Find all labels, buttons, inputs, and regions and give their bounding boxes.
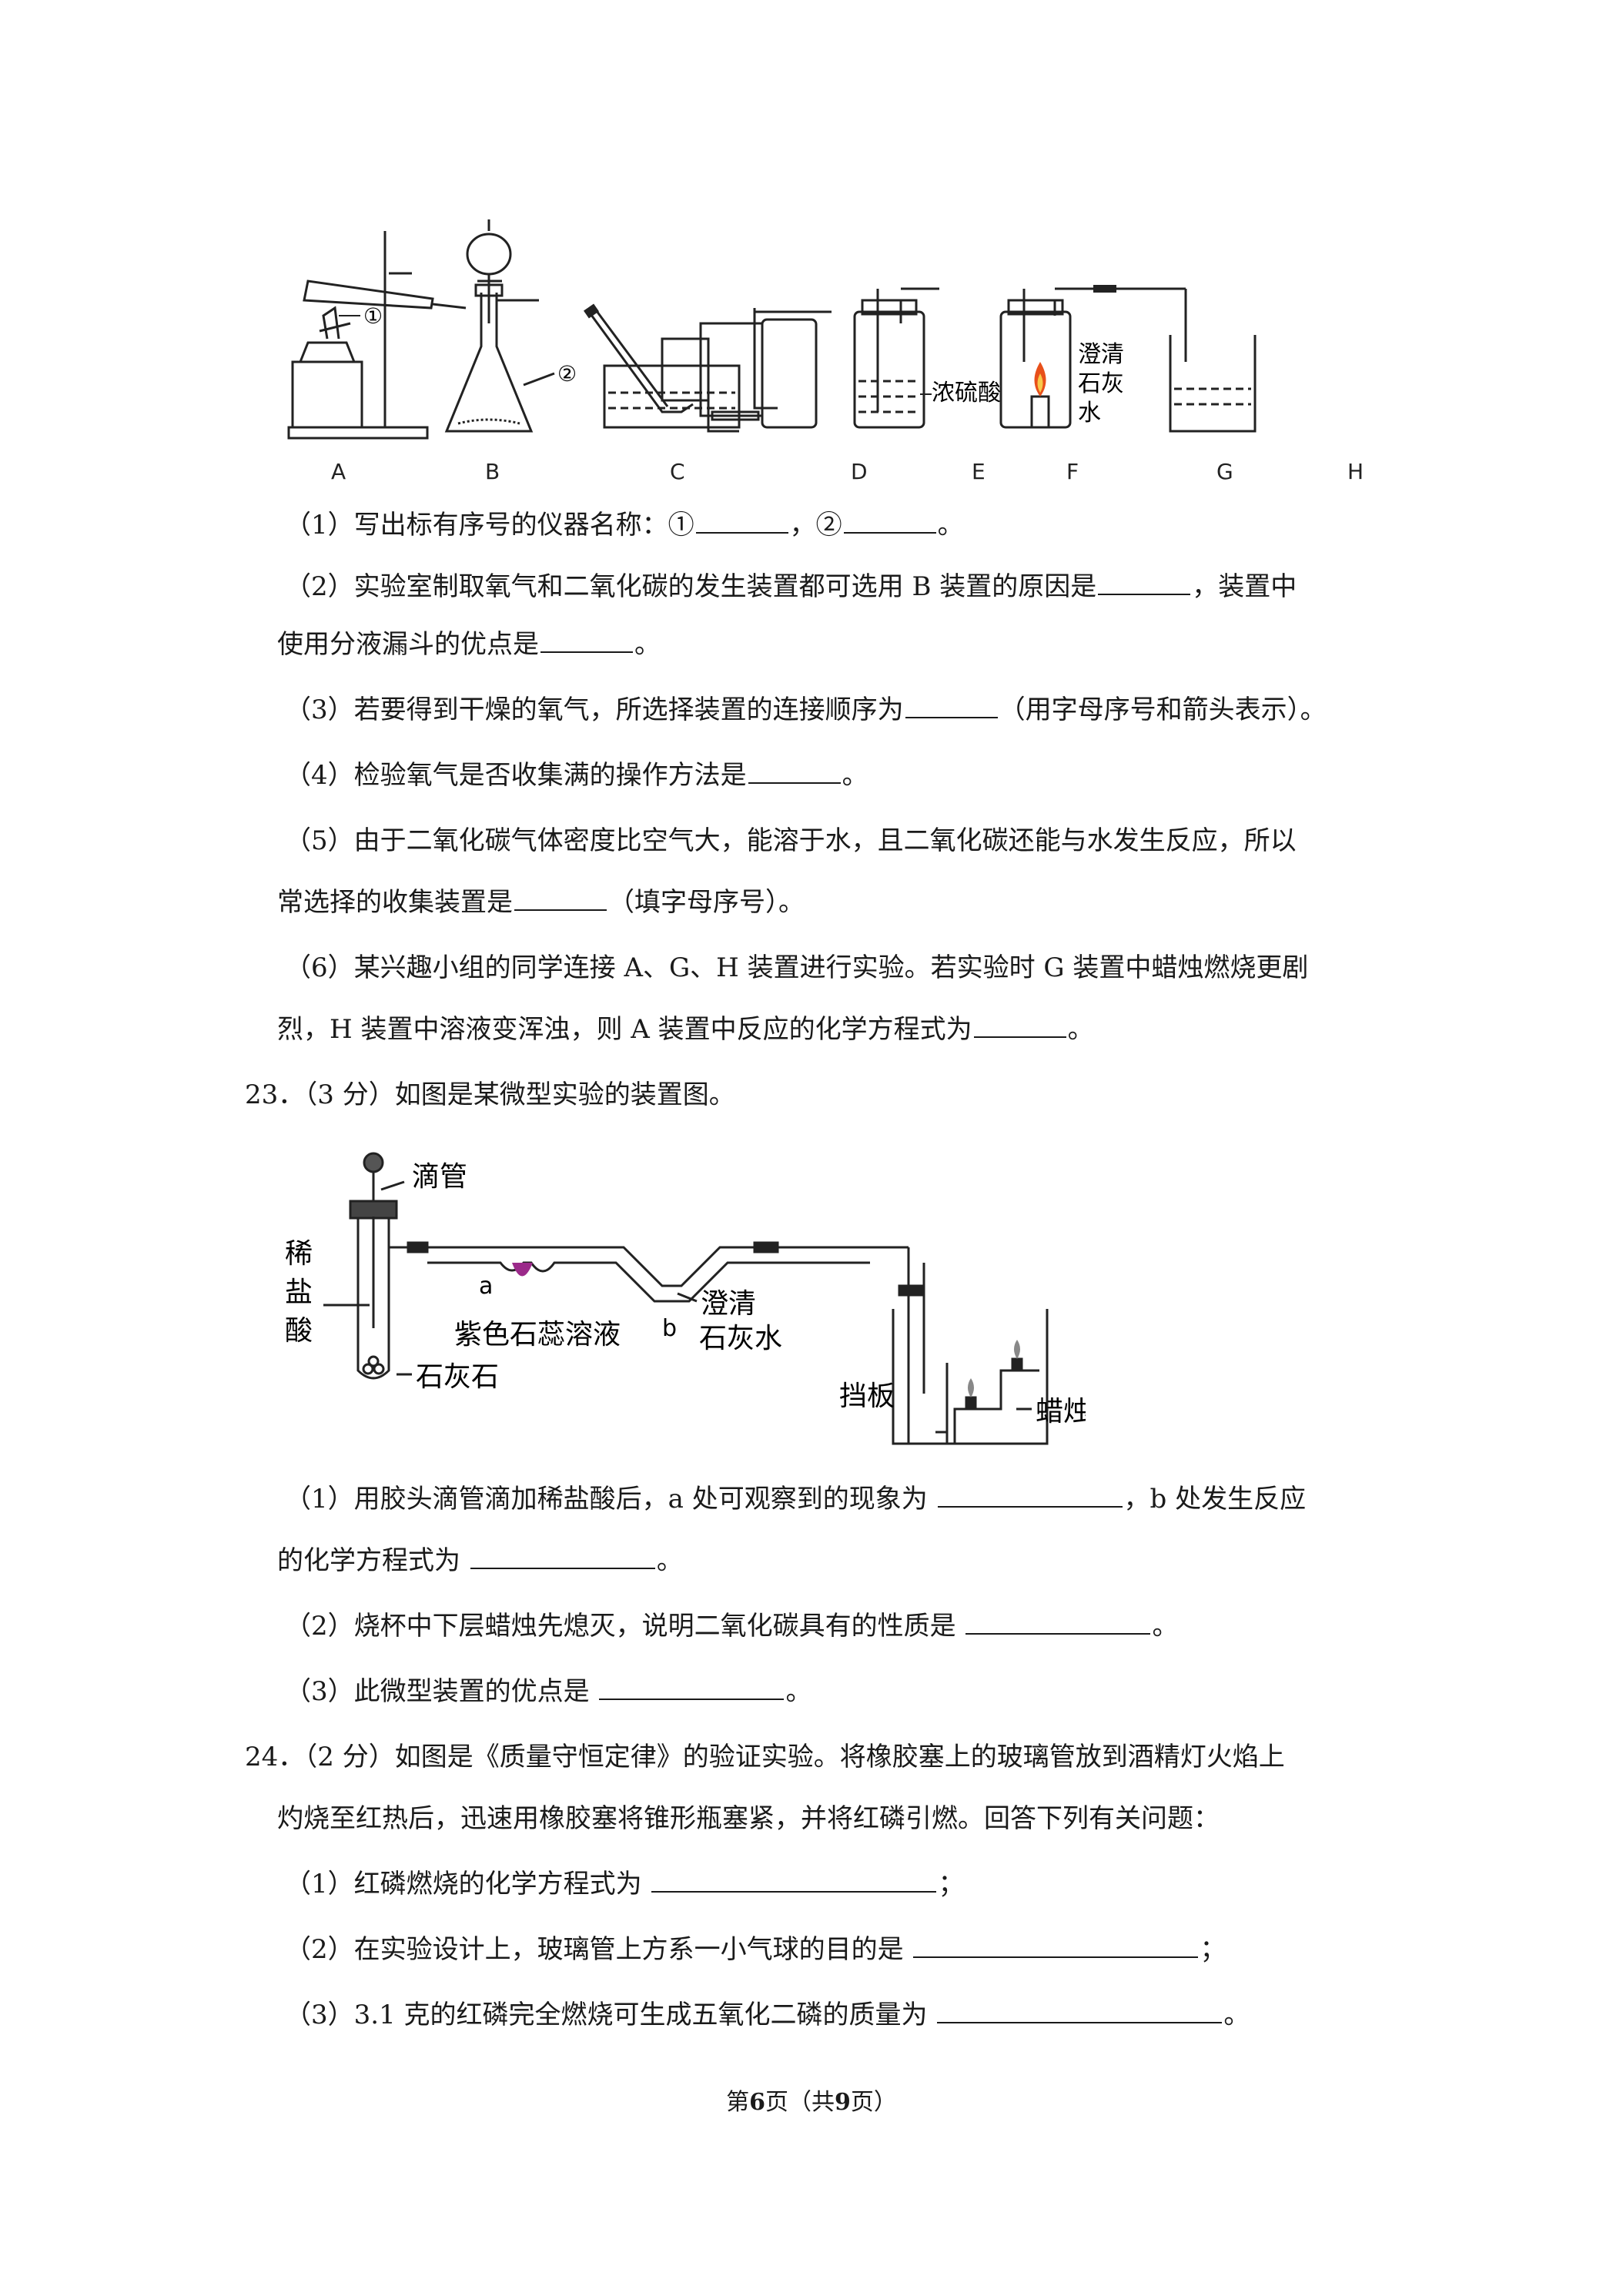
answer-blank: [937, 1999, 1223, 2023]
flame-icon: [968, 1378, 974, 1397]
acid-label: 浓硫酸: [932, 380, 1001, 407]
limewater-label-1: 澄清: [701, 1288, 756, 1320]
q24-title-cont: 灼烧至红热后，迅速用橡胶塞将锥形瓶塞紧，并将红磷引燃。回答下列有关问题：: [277, 1803, 1220, 1834]
apparatus-letters: A B C D E F G H: [331, 459, 1364, 484]
acid-label-3: 酸: [285, 1315, 313, 1347]
answer-blank: [540, 628, 633, 653]
apparatus-h: [1169, 335, 1257, 433]
q23-part-2: （2）烧杯中下层蜡烛先熄灭，说明二氧化碳具有的性质是 。: [285, 1610, 1179, 1642]
apparatus-g: [999, 287, 1187, 429]
label-b: B: [485, 459, 500, 484]
marker-2: ②: [557, 361, 577, 387]
q22-part-5: （5）由于二氧化碳气体密度比空气大，能溶于水，且二氧化碳还能与水发生反应，所以: [285, 825, 1297, 856]
answer-blank: [651, 1868, 937, 1893]
q24-part-1: （1）红磷燃烧的化学方程式为 ；: [285, 1868, 965, 1899]
page-number: 6: [749, 2089, 765, 2116]
q24-part-3: （3）3.1 克的红磷完全燃烧可生成五氧化二磷的质量为 。: [285, 1999, 1250, 2030]
q22-part-5-cont: 常选择的收集装置是（填字母序号）。: [277, 886, 805, 918]
answer-blank: [1098, 571, 1191, 595]
apparatus-b: [444, 219, 555, 433]
q23-title: 23．（3 分）如图是某微型实验的装置图。: [245, 1079, 735, 1110]
page-footer: 第6页（共9页）: [726, 2089, 897, 2116]
litmus-drop: [512, 1263, 533, 1277]
q22-part-3: （3）若要得到干燥的氧气，所选择装置的连接顺序为（用字母序号和箭头表示）。: [285, 694, 1327, 725]
label-e: E: [972, 459, 986, 484]
q22-part-4: （4）检验氧气是否收集满的操作方法是。: [285, 759, 868, 791]
answer-blank: [748, 759, 841, 784]
q22-part-2-cont: 使用分液漏斗的优点是。: [277, 628, 661, 660]
point-b-label: b: [662, 1315, 677, 1342]
limewater-label-2: 石灰水: [699, 1323, 782, 1354]
limewater-label-2: 石灰: [1078, 370, 1124, 397]
acid-label-1: 稀: [285, 1238, 313, 1270]
answer-blank: [695, 509, 788, 534]
answer-blank: [913, 1933, 1199, 1958]
q23-part-3: （3）此微型装置的优点是 。: [285, 1675, 812, 1707]
limestone-label: 石灰石: [416, 1361, 499, 1393]
answer-blank: [905, 694, 998, 718]
limewater-label-3: 水: [1078, 400, 1101, 427]
q22-part-1: （1）写出标有序号的仪器名称：①，②。: [285, 509, 964, 541]
label-g: G: [1216, 459, 1233, 484]
q23-part-1-cont: 的化学方程式为 。: [277, 1545, 683, 1576]
page-total: 9: [835, 2089, 851, 2116]
apparatus-e: [753, 308, 832, 429]
q24-title: 24．（2 分）如图是《质量守恒定律》的验证实验。将橡胶塞上的玻璃管放到酒精灯火…: [245, 1742, 1285, 1772]
point-a-label: a: [479, 1273, 493, 1300]
answer-blank: [843, 509, 936, 534]
answer-blank: [514, 886, 607, 911]
label-d: D: [851, 459, 868, 484]
q24-part-2: （2）在实验设计上，玻璃管上方系一小气球的目的是 ；: [285, 1933, 1226, 1965]
candle-label: 蜡烛: [1036, 1396, 1086, 1427]
apparatus-f: [853, 287, 939, 429]
baffle-label: 挡板: [839, 1381, 895, 1412]
litmus-label: 紫色石蕊溶液: [454, 1319, 621, 1350]
answer-blank: [973, 1013, 1066, 1038]
label-h: H: [1347, 459, 1364, 484]
micro-experiment-figure: 滴管 稀 盐 酸 a b 紫色石蕊溶液 石灰石 澄清 石灰水 挡板 蜡烛: [285, 1152, 1086, 1445]
flame-icon: [1014, 1340, 1020, 1359]
q22-part-6-cont: 烈，H 装置中溶液变浑浊，则 A 装置中反应的化学方程式为。: [277, 1013, 1094, 1045]
dropper-label: 滴管: [412, 1161, 467, 1193]
answer-blank: [599, 1675, 785, 1700]
answer-blank: [470, 1545, 655, 1569]
limewater-label-1: 澄清: [1078, 341, 1124, 368]
answer-blank: [937, 1483, 1123, 1508]
q23-part-1: （1）用胶头滴管滴加稀盐酸后，a 处可观察到的现象为 ，b 处发生反应: [285, 1483, 1307, 1514]
q22-part-2: （2）实验室制取氧气和二氧化碳的发生装置都可选用 B 装置的原因是，装置中: [285, 571, 1297, 602]
apparatus-figure: ① ② 浓硫酸 澄清 石灰 水 A B C D E F G H: [287, 219, 1364, 484]
apparatus-c: [587, 307, 741, 429]
q22-part-6: （6）某兴趣小组的同学连接 A、G、H 装置进行实验。若实验时 G 装置中蜡烛燃…: [285, 952, 1309, 983]
apparatus-a: [287, 231, 467, 440]
apparatus-d: [699, 322, 764, 433]
label-c: C: [670, 459, 685, 484]
answer-blank: [965, 1610, 1151, 1635]
label-f: F: [1066, 459, 1079, 484]
marker-1: ①: [363, 303, 383, 329]
acid-label-2: 盐: [285, 1277, 313, 1308]
label-a: A: [331, 459, 346, 484]
